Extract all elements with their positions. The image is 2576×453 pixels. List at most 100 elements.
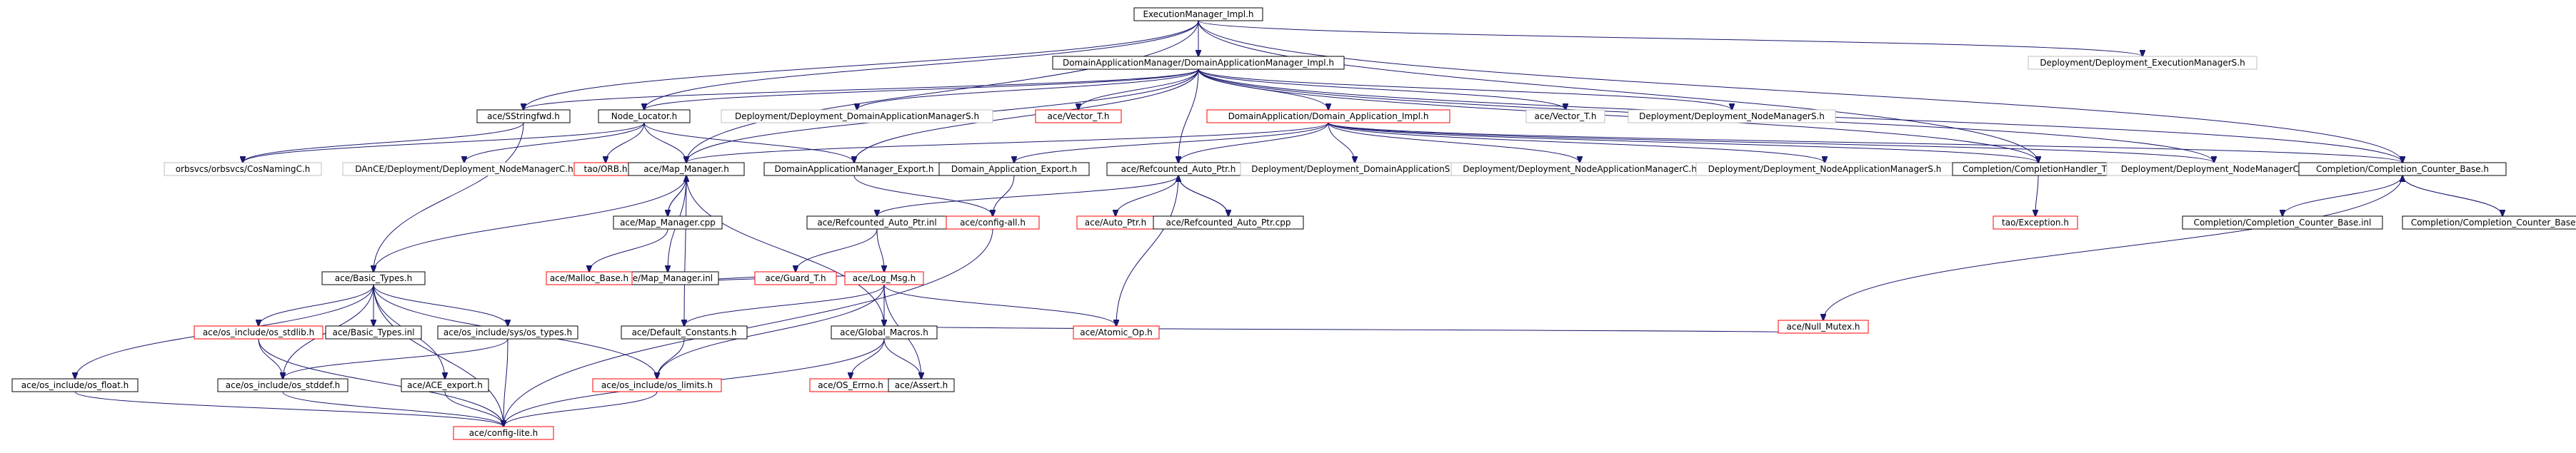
header-node[interactable]: Domain_Application_Export.h [938,162,1090,176]
header-node[interactable]: tao/Exception.h [1993,215,2078,230]
dependency-edge [877,175,1179,216]
node-box [437,325,578,340]
header-node[interactable]: Completion/Completion_Counter_Base.h [2298,162,2507,176]
header-node[interactable]: ace/ACE_export.h [401,378,489,392]
header-node[interactable]: ace/Assert.h [888,378,955,392]
root-node[interactable]: ExecutionManager_Impl.h [1133,7,1263,21]
dependency-edge [1823,175,2403,320]
node-label: ace/config-all.h [960,218,1026,228]
node-label: Deployment/Deployment_NodeApplicationMan… [1708,164,1942,174]
header-node[interactable]: ace/os_include/os_limits.h [592,378,722,392]
dependency-edge [374,175,687,272]
dependency-edge [1078,68,1199,110]
header-node[interactable]: ace/Refcounted_Auto_Ptr.h [1106,162,1251,176]
header-node[interactable]: ace/Global_Macros.h [831,325,938,340]
node-box [2298,162,2507,176]
header-node[interactable]: ace/Vector_T.h [1035,109,1122,123]
dependency-edge [643,122,686,163]
node-label: Deployment/Deployment_DomainApplicationS… [1251,164,1458,174]
header-node: Deployment/Deployment_NodeApplicationMan… [1695,162,1954,176]
node-label: ace/Global_Macros.h [840,327,928,337]
node-label: DomainApplication/Domain_Application_Imp… [1228,111,1429,121]
header-node[interactable]: ace/Default_Constants.h [621,325,748,340]
header-node[interactable]: ace/Basic_Types.h [321,271,426,285]
node-label: Deployment/Deployment_NodeManagerC.h [2121,164,2307,174]
dependency-edge [883,284,1116,326]
dependency-edge [1328,122,1355,163]
header-node[interactable]: ace/Malloc_Base.h [546,271,633,285]
header-node[interactable]: ace/Refcounted_Auto_Ptr.inl [806,215,948,230]
dependency-edge [2035,175,2039,216]
header-node[interactable]: ace/Log_Msg.h [844,271,924,285]
dependency-edge [657,284,885,379]
header-node[interactable]: ace/OS_Errno.h [809,378,892,392]
dependency-edge [1328,122,2038,163]
header-node[interactable]: ace/Map_Manager.inl [616,271,719,285]
node-label: ace/os_include/os_float.h [21,380,129,390]
header-node[interactable]: ace/os_include/sys/os_types.h [437,325,578,340]
header-node[interactable]: ace/Map_Manager.cpp [613,215,723,230]
header-node[interactable]: Completion/Completion_Counter_Base.cpp [2402,215,2576,230]
node-label: DAnCE/Deployment/Deployment_NodeManagerC… [355,164,573,174]
node-label: Completion/Completion_Counter_Base.cpp [2411,218,2576,228]
node-label: Deployment/Deployment_NodeManagerS.h [1639,111,1825,121]
dependency-edge [1198,68,1732,110]
dependency-edge [589,228,668,272]
node-box [1993,215,2078,230]
header-node: DAnCE/Deployment/Deployment_NodeManagerC… [342,162,586,176]
dependency-edge [503,228,993,427]
header-node[interactable]: Completion/CompletionHandler_T.h [1952,162,2125,176]
node-label: ace/Log_Msg.h [853,273,916,283]
header-node[interactable]: ace/Basic_Types.inl [325,325,422,340]
dependency-edge [993,175,1015,216]
node-label: Completion/Completion_Counter_Base.h [2316,164,2489,174]
dependency-edge [657,338,685,379]
header-node[interactable]: tao/ORB.h [573,162,638,176]
node-box [2402,215,2576,230]
node-label: ace/Basic_Types.inl [332,327,414,337]
node-label: ace/ACE_export.h [407,380,483,390]
dependency-edge [667,175,686,217]
header-node[interactable]: ace/os_include/os_float.h [11,378,139,392]
node-box [831,325,938,340]
node-label: ExecutionManager_Impl.h [1143,9,1253,19]
dependency-edge [258,338,503,427]
node-box [1525,109,1605,123]
header-node[interactable]: ace/Auto_Ptr.h [1076,215,1155,230]
header-node: Deployment/Deployment_DomainApplicationM… [721,109,993,123]
header-node[interactable]: ace/Refcounted_Auto_Ptr.cpp [1153,215,1304,230]
header-node[interactable]: Completion/Completion_Counter_Base.inl [2182,215,2383,230]
node-label: ace/Map_Manager.cpp [620,218,716,228]
dependency-edge [503,338,508,427]
header-node: Deployment/Deployment_ExecutionManagerS.… [2028,56,2257,70]
header-node[interactable]: Node_Locator.h [598,109,691,123]
header-node: ace/Vector_T.h [1525,109,1605,123]
node-label: ace/Refcounted_Auto_Ptr.inl [817,218,936,228]
header-node[interactable]: ace/config-lite.h [453,426,554,440]
header-node[interactable]: DomainApplicationManager/DomainApplicati… [1052,56,1345,70]
header-node: Deployment/Deployment_NodeApplicationMan… [1450,162,1709,176]
header-node[interactable]: ace/Map_Manager.h [628,162,745,176]
header-node[interactable]: DomainApplicationManager_Export.h [763,162,945,176]
header-node[interactable]: DomainApplication/Domain_Application_Imp… [1206,109,1450,123]
header-node[interactable]: ace/os_include/os_stdlib.h [194,325,324,340]
dependency-edge [686,20,1199,163]
dependency-edge [1198,20,2038,163]
header-node[interactable]: ace/config-all.h [946,215,1040,230]
dependency-edge [857,68,1199,110]
header-node[interactable]: ace/Atomic_Op.h [1073,325,1160,340]
dependency-edge [464,122,645,163]
node-label: ace/Basic_Types.h [335,273,412,283]
dependency-edge [1116,175,1179,216]
header-node[interactable]: ace/os_include/os_stddef.h [217,378,349,392]
dependency-edge [282,391,503,427]
dependency-edge [796,228,878,272]
dependency-edge [606,122,645,163]
dependency-edge [283,338,508,379]
header-node: Deployment/Deployment_NodeManagerS.h [1628,109,1836,123]
header-node[interactable]: ace/SStringfwd.h [476,109,571,123]
header-node[interactable]: ace/Guard_T.h [754,271,837,285]
header-node[interactable]: ace/Null_Mutex.h [1778,320,1869,334]
node-box [1133,7,1263,21]
node-box [592,378,722,392]
